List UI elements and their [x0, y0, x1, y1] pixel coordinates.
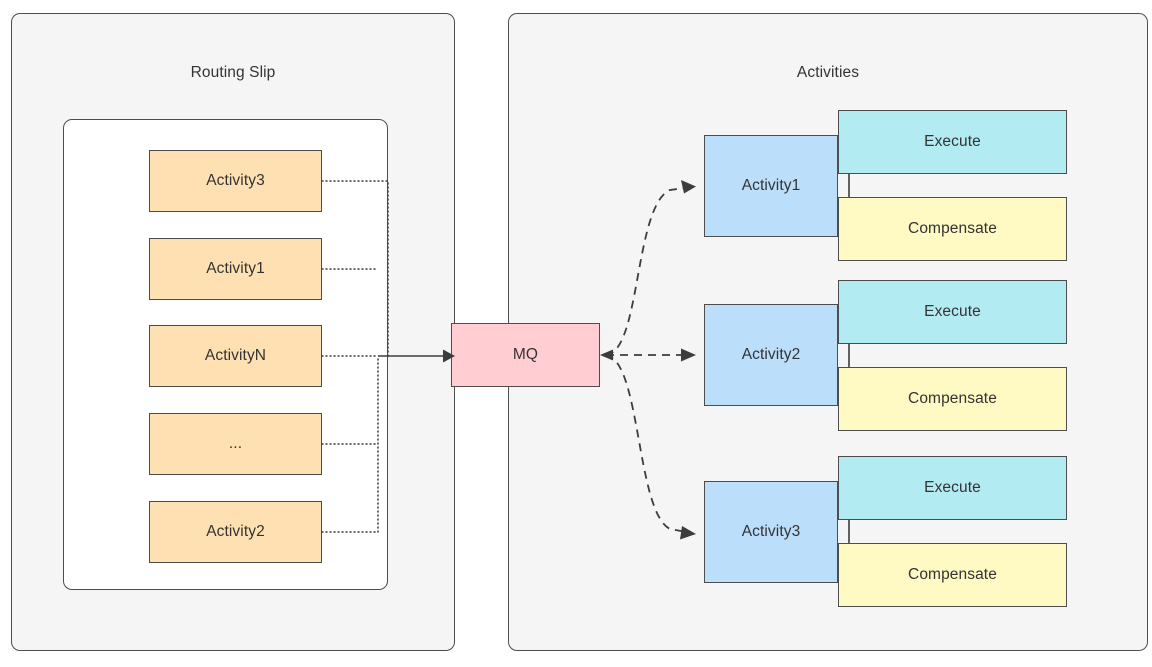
compensate-label: Compensate [908, 390, 997, 407]
compensate-label: Compensate [908, 566, 997, 583]
activity-label: Activity2 [741, 346, 801, 363]
routing-step-label: Activity3 [206, 172, 265, 189]
execute-node-2[interactable]: Execute [838, 280, 1067, 344]
routing-step-label: Activity2 [206, 523, 265, 540]
activity-node-2[interactable]: Activity2 [704, 304, 838, 406]
routing-step-activity2[interactable]: Activity2 [149, 501, 322, 563]
routing-step-ellipsis[interactable]: ... [149, 413, 322, 475]
execute-node-1[interactable]: Execute [838, 110, 1067, 174]
compensate-node-3[interactable]: Compensate [838, 543, 1067, 607]
activity-label: Activity3 [741, 523, 801, 540]
activity-node-3[interactable]: Activity3 [704, 481, 838, 583]
routing-step-label: ActivityN [204, 347, 267, 364]
message-queue-node[interactable]: MQ [451, 323, 600, 387]
activities-panel-title: Activities [796, 64, 860, 81]
execute-node-3[interactable]: Execute [838, 456, 1067, 520]
routing-step-label: ... [228, 435, 243, 452]
compensate-node-1[interactable]: Compensate [838, 197, 1067, 261]
message-queue-label: MQ [512, 346, 539, 363]
activity-node-1[interactable]: Activity1 [704, 135, 838, 237]
execute-label: Execute [924, 303, 981, 320]
routing-step-activityn[interactable]: ActivityN [149, 325, 322, 387]
compensate-label: Compensate [908, 220, 997, 237]
routing-step-label: Activity1 [206, 260, 265, 277]
activity-label: Activity1 [741, 177, 801, 194]
routing-step-activity3[interactable]: Activity3 [149, 150, 322, 212]
compensate-node-2[interactable]: Compensate [838, 367, 1067, 431]
routing-slip-panel-title: Routing Slip [190, 64, 276, 81]
execute-label: Execute [924, 479, 981, 496]
routing-step-activity1[interactable]: Activity1 [149, 238, 322, 300]
execute-label: Execute [924, 133, 981, 150]
